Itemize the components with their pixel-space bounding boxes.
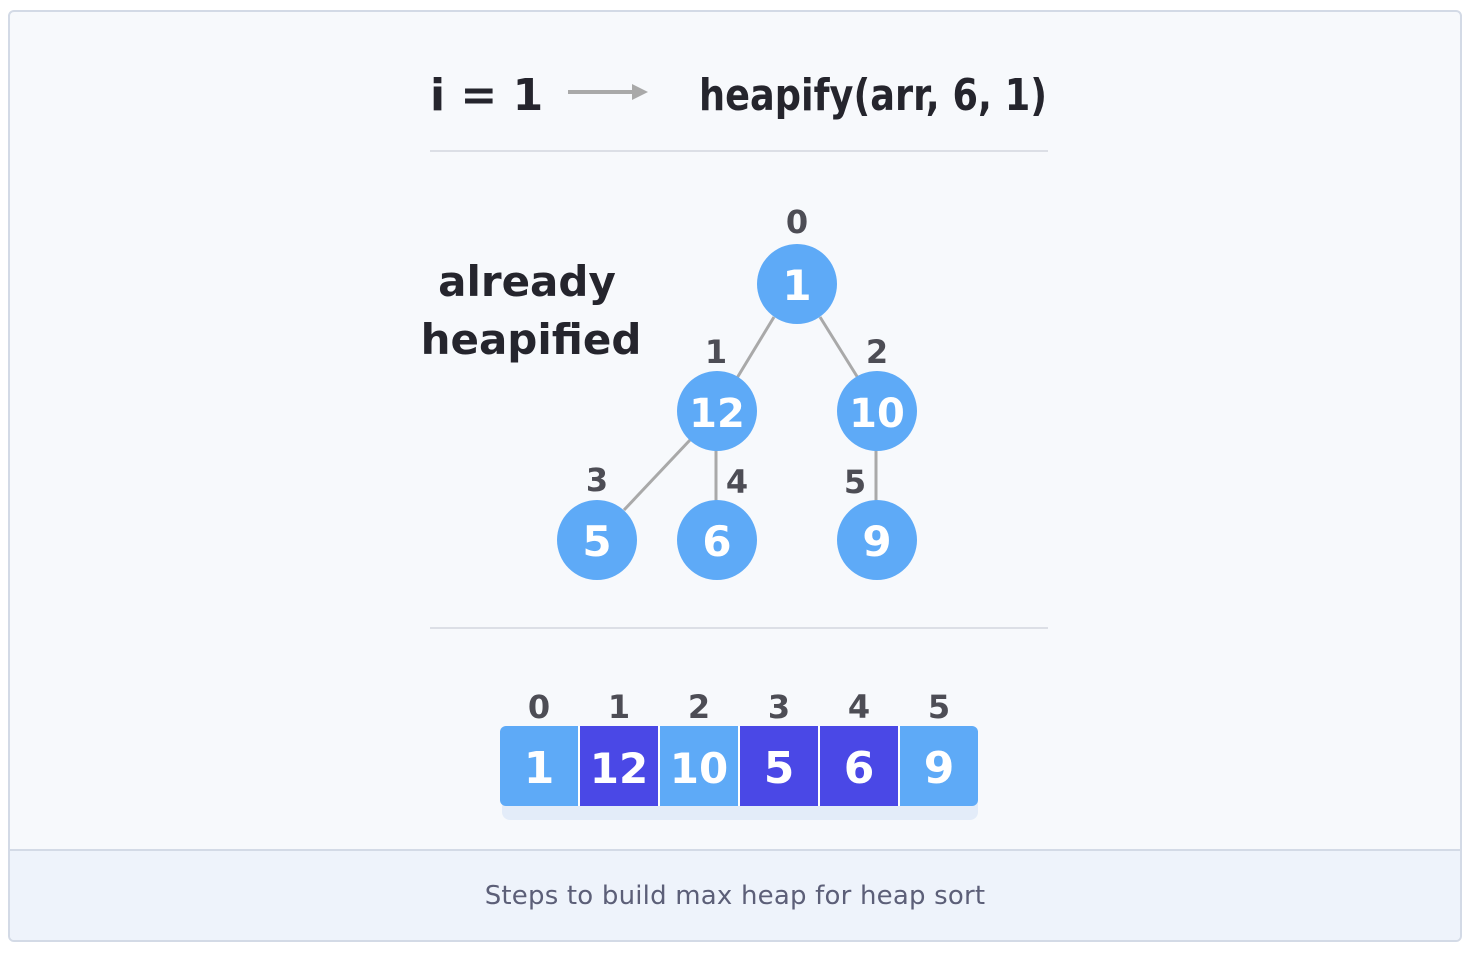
array-cell-value: 1	[524, 743, 555, 794]
tree-node-value: 5	[582, 517, 611, 566]
array-cell-index: 0	[528, 688, 550, 726]
edge-1-3	[622, 438, 692, 512]
array-cell-4: 4 6	[820, 688, 898, 806]
annotation-line-1: already	[438, 257, 616, 306]
array-cell-5: 5 9	[924, 688, 955, 794]
figure-card: i = 1 heapify(arr, 6, 1) already heapifi…	[8, 10, 1462, 942]
tree-node-index: 1	[705, 333, 727, 371]
array-cell-index: 5	[928, 688, 950, 726]
tree-node-5: 9 5	[837, 463, 917, 580]
tree-node-index: 2	[866, 333, 888, 371]
array-cell-highlight	[580, 726, 658, 806]
tree-node-value: 10	[849, 391, 905, 437]
edge-0-1	[735, 316, 776, 379]
tree-node-3: 5 3	[557, 461, 637, 580]
array-cell-index: 4	[848, 688, 870, 726]
array-cell-0: 0 1	[524, 688, 555, 794]
array-cell-value: 6	[844, 743, 875, 794]
array-cell-1: 1 12	[580, 688, 658, 806]
arrow-icon	[568, 84, 648, 100]
array-cell-value: 10	[670, 744, 728, 793]
array-cell-value: 12	[590, 744, 648, 793]
array-cell-index: 2	[688, 688, 710, 726]
tree-node-2: 10 2	[837, 333, 917, 451]
caption-bar: Steps to build max heap for heap sort	[10, 849, 1460, 940]
annotation-line-2: heapified	[421, 315, 642, 364]
array-cell-index: 3	[768, 688, 790, 726]
edge-0-2	[818, 316, 860, 379]
tree-node-index: 3	[586, 461, 608, 499]
array-cell-index: 1	[608, 688, 630, 726]
tree-node-value: 9	[862, 517, 891, 566]
tree-node-index: 5	[844, 463, 866, 501]
tree-node-value: 6	[702, 517, 731, 566]
heap-diagram: i = 1 heapify(arr, 6, 1) already heapifi…	[421, 70, 1048, 820]
tree-edges	[622, 316, 878, 512]
array-cell-2: 2 10	[670, 688, 728, 793]
tree-node-value: 1	[782, 261, 811, 310]
array-cell-value: 9	[924, 743, 955, 794]
tree-node-value: 12	[689, 391, 745, 437]
tree-node-4: 6 4	[677, 463, 757, 580]
figure-caption: Steps to build max heap for heap sort	[484, 880, 986, 911]
array-cell-highlight	[820, 726, 898, 806]
tree-node-0: 1 0	[757, 203, 837, 324]
array-cell-dividers	[578, 726, 900, 806]
array-cell-value: 5	[764, 743, 795, 794]
array-cell-highlight	[740, 726, 818, 806]
heapify-call-label: heapify(arr, 6, 1)	[699, 70, 1047, 121]
step-label: i = 1	[430, 70, 543, 121]
tree-node-index: 0	[786, 203, 808, 241]
tree-node-1: 12 1	[677, 333, 757, 451]
array-cell-3: 3 5	[740, 688, 818, 806]
tree-node-index: 4	[726, 463, 748, 501]
